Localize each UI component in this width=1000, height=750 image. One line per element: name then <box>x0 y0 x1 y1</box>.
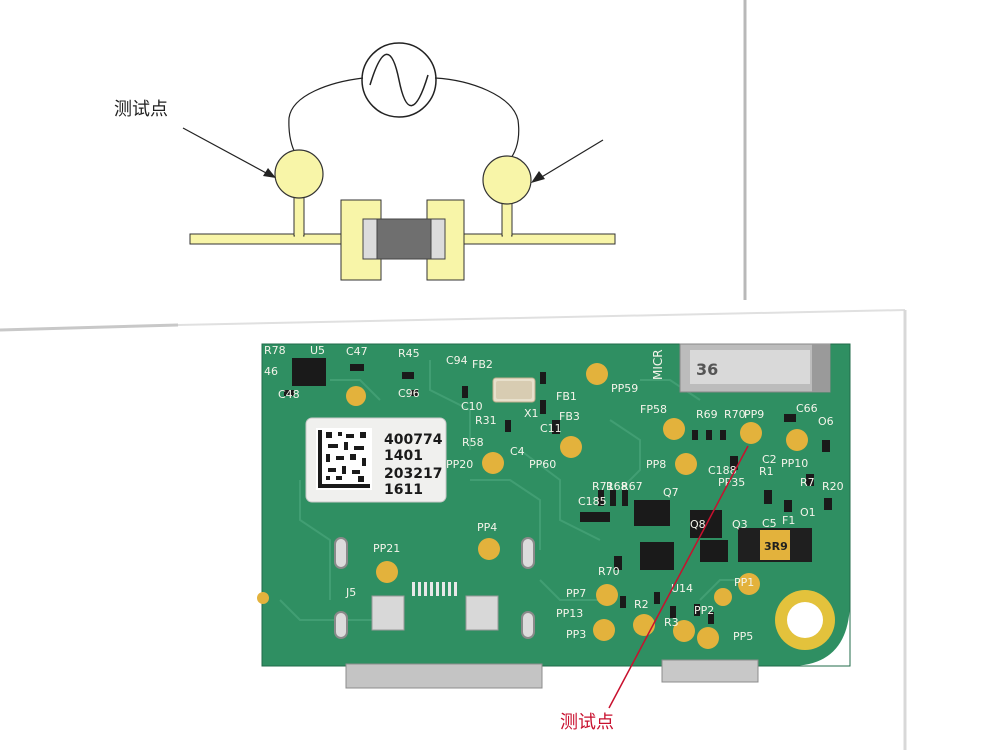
svg-text:U5: U5 <box>310 344 325 357</box>
arrow-to-right-test-point <box>531 139 604 183</box>
svg-text:PP10: PP10 <box>781 457 808 470</box>
svg-text:R1: R1 <box>759 465 774 478</box>
svg-text:PP35: PP35 <box>718 476 745 489</box>
test-point-right <box>482 155 532 205</box>
smd-chips <box>284 358 832 624</box>
svg-text:PP2: PP2 <box>694 604 714 617</box>
svg-text:R78: R78 <box>264 344 286 357</box>
svg-text:Q8: Q8 <box>690 518 706 531</box>
svg-text:J5: J5 <box>345 586 356 599</box>
svg-text:3R9: 3R9 <box>764 540 788 553</box>
test-point-diagram <box>182 0 747 300</box>
svg-text:C94: C94 <box>446 354 468 367</box>
svg-text:PP9: PP9 <box>744 408 764 421</box>
sticker-line-4: 1611 <box>384 482 423 498</box>
svg-text:X1: X1 <box>524 407 539 420</box>
svg-text:PP59: PP59 <box>611 382 638 395</box>
svg-text:Q3: Q3 <box>732 518 748 531</box>
photo-panel-edge <box>0 325 178 750</box>
svg-text:C11: C11 <box>540 422 562 435</box>
svg-text:R70: R70 <box>598 565 620 578</box>
svg-text:PP21: PP21 <box>373 542 400 555</box>
sticker-line-2: 1401 <box>384 448 423 464</box>
svg-text:C96: C96 <box>398 387 420 400</box>
smd-component <box>362 218 446 260</box>
annotation-pointer-line <box>608 445 749 709</box>
svg-text:R20: R20 <box>822 480 844 493</box>
mounting-hole <box>775 590 835 650</box>
micro-usb-connector <box>661 659 759 683</box>
svg-text:C2: C2 <box>762 453 777 466</box>
pcb-photo: 36 MICR 400774 1401 203217 1611 <box>0 309 907 750</box>
svg-text:R58: R58 <box>462 436 484 449</box>
sticker-line-3: 203217 <box>384 466 442 482</box>
signal-source-icon <box>361 42 437 118</box>
pcb-traces <box>279 360 740 621</box>
sticker-line-1: 400774 <box>384 432 443 448</box>
svg-text:R67: R67 <box>621 480 643 493</box>
micro-label: MICR <box>651 349 665 380</box>
svg-text:U14: U14 <box>671 582 693 595</box>
arrow-to-left-test-point <box>182 127 276 178</box>
svg-text:R2: R2 <box>634 598 649 611</box>
svg-text:C66: C66 <box>796 402 818 415</box>
crystal-oscillator <box>492 377 536 403</box>
svg-text:O6: O6 <box>818 415 834 428</box>
svg-text:46: 46 <box>264 365 278 378</box>
svg-text:R68: R68 <box>606 480 628 493</box>
silkscreen-labels: R78 U5 C47 R45 C94 FB2 46 C48 C96 C10 X1… <box>264 344 844 643</box>
svg-text:FB3: FB3 <box>559 410 580 423</box>
svg-text:PP5: PP5 <box>733 630 753 643</box>
svg-text:R31: R31 <box>475 414 497 427</box>
svg-text:PP8: PP8 <box>646 458 666 471</box>
svg-text:C5: C5 <box>762 517 777 530</box>
svg-text:R7: R7 <box>800 476 815 489</box>
svg-text:C188: C188 <box>708 464 737 477</box>
svg-text:C48: C48 <box>278 388 300 401</box>
svg-text:FB2: FB2 <box>472 358 493 371</box>
test-point-label: 测试点 <box>114 99 168 120</box>
svg-text:R45: R45 <box>398 347 420 360</box>
svg-text:R71: R71 <box>592 480 614 493</box>
svg-text:PP60: PP60 <box>529 458 556 471</box>
microsd-slot: 36 <box>679 343 831 393</box>
svg-text:PP7: PP7 <box>566 587 586 600</box>
svg-text:R70: R70 <box>724 408 746 421</box>
test-point-stem-left <box>293 191 305 237</box>
svg-text:R3: R3 <box>664 616 679 629</box>
svg-text:Q7: Q7 <box>663 486 679 499</box>
svg-text:C10: C10 <box>461 400 483 413</box>
svg-text:PP3: PP3 <box>566 628 586 641</box>
svg-text:36: 36 <box>696 360 718 379</box>
svg-text:C185: C185 <box>578 495 607 508</box>
usb-connector-pads <box>334 537 535 639</box>
test-point-left <box>274 149 324 199</box>
barcode-sticker: 400774 1401 203217 1611 <box>305 417 447 503</box>
photo-test-point-label: 测试点 <box>560 712 614 733</box>
svg-text:F1: F1 <box>782 514 795 527</box>
probe-wire-right <box>434 77 520 163</box>
svg-text:O1: O1 <box>800 506 816 519</box>
svg-text:FP58: FP58 <box>640 403 667 416</box>
hdmi-connector <box>345 663 543 689</box>
datamatrix-code-icon <box>318 430 370 488</box>
gold-test-pads <box>257 363 808 649</box>
svg-text:PP1: PP1 <box>734 576 754 589</box>
svg-text:C4: C4 <box>510 445 525 458</box>
svg-text:FB1: FB1 <box>556 390 577 403</box>
svg-text:PP13: PP13 <box>556 607 583 620</box>
probe-wire-left <box>288 77 364 159</box>
svg-text:R69: R69 <box>696 408 718 421</box>
svg-text:PP20: PP20 <box>446 458 473 471</box>
svg-text:C47: C47 <box>346 345 368 358</box>
svg-text:PP4: PP4 <box>477 521 497 534</box>
inductor-3r9: 3R9 <box>738 528 812 562</box>
